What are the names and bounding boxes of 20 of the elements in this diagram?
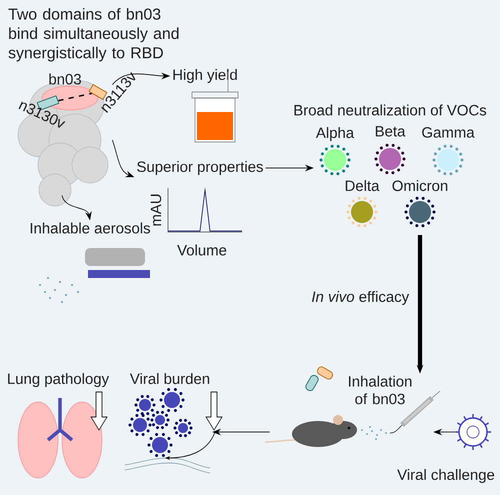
node-label: Viral burden bbox=[130, 373, 210, 384]
variant-label: Delta bbox=[346, 180, 380, 192]
part-label: Volume bbox=[177, 244, 226, 256]
part-label: bn03 bbox=[49, 74, 81, 84]
node-label: Inhalable aerosols bbox=[30, 222, 150, 234]
node-label: Broad neutralization of VOCs bbox=[294, 104, 486, 116]
node-label: Lung pathology bbox=[8, 373, 110, 388]
variant-label: Omicron bbox=[392, 180, 448, 192]
variant-label: Beta bbox=[376, 126, 406, 137]
virus-icon bbox=[455, 414, 492, 450]
node-caption: Viral challenge bbox=[397, 469, 494, 483]
node-label: Superior properties bbox=[137, 161, 263, 175]
node-label: Inhalation of bn03 bbox=[349, 376, 412, 404]
edge-label: In vivo efficacy bbox=[312, 291, 410, 305]
variant-label: Alpha bbox=[316, 127, 354, 142]
part-label: mAU bbox=[150, 194, 162, 226]
variant-label: Gamma bbox=[422, 127, 475, 138]
node-label: High yield bbox=[173, 69, 237, 83]
title: Two domains of bn03 bind simultaneously and synergistically to RBD bbox=[8, 8, 178, 62]
mouse-drawing bbox=[265, 415, 387, 447]
